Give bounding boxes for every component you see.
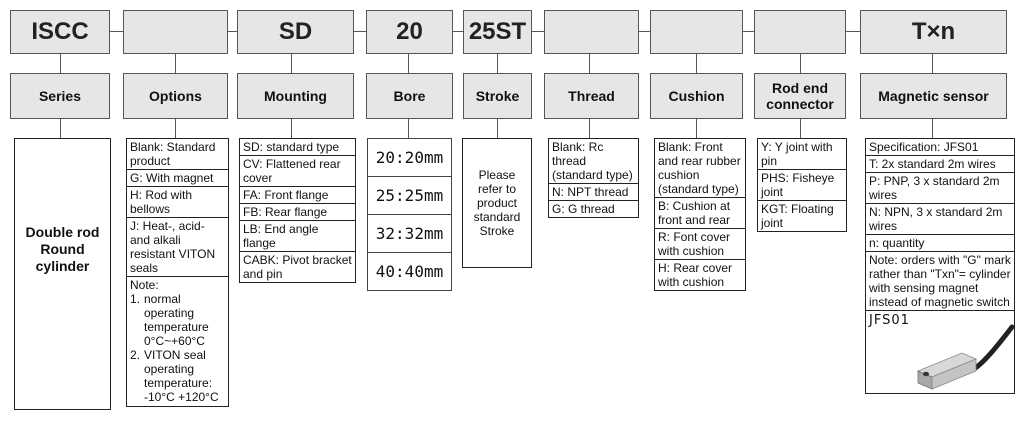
label-rod-end: Rod end connector xyxy=(754,73,846,119)
connector xyxy=(452,31,463,32)
options-list: Blank: Standard product G: With magnet H… xyxy=(126,138,229,407)
mounting-list: SD: standard type CV: Flattened rear cov… xyxy=(239,138,356,283)
options-item: J: Heat-, acid- and alkali resistant VIT… xyxy=(127,218,228,277)
connector xyxy=(696,119,697,138)
cushion-item: H: Rear cover with cushion xyxy=(658,261,733,289)
mounting-item: SD: standard type xyxy=(240,139,355,156)
mounting-item: CABK: Pivot bracket and pin xyxy=(243,253,352,281)
options-item: H: Rod with bellows xyxy=(127,187,228,218)
connector xyxy=(109,31,123,32)
code-series: ISCC xyxy=(10,10,110,54)
options-note-title: Note: xyxy=(130,278,159,292)
code-sensor: T×n xyxy=(860,10,1007,54)
connector xyxy=(696,54,697,73)
connector xyxy=(932,119,933,138)
connector xyxy=(291,119,292,138)
thread-item: N: NPT thread xyxy=(549,184,638,201)
bore-item: 20:20mm xyxy=(368,139,451,177)
sensor-image-label: JFS01 xyxy=(869,313,910,328)
options-note: Note: 1.normal operating temperature 0°C… xyxy=(127,277,228,406)
thread-item: Blank: Rc thread (standard type) xyxy=(549,139,638,184)
connector xyxy=(408,54,409,73)
label-bore: Bore xyxy=(366,73,453,119)
code-stroke: 25ST xyxy=(463,10,532,54)
code-rod-end xyxy=(754,10,846,54)
code-bore: 20 xyxy=(366,10,453,54)
options-item: G: With magnet xyxy=(127,170,228,187)
rod-end-item: PHS: Fisheye joint xyxy=(758,170,846,201)
rod-end-list: Y: Y joint with pin PHS: Fisheye joint K… xyxy=(757,138,847,232)
bore-item: 40:40mm xyxy=(375,262,444,281)
mounting-item: FA: Front flange xyxy=(240,187,355,204)
connector xyxy=(354,31,366,32)
sensor-image xyxy=(916,324,1014,390)
stroke-description-text: Please refer to product standard Stroke xyxy=(473,168,521,238)
options-item: Blank: Standard product xyxy=(127,139,228,170)
label-stroke: Stroke xyxy=(463,73,532,119)
label-cushion: Cushion xyxy=(650,73,743,119)
connector xyxy=(800,54,801,73)
connector xyxy=(531,31,545,32)
connector xyxy=(497,54,498,73)
connector xyxy=(60,54,61,73)
series-description: Double rod Round cylinder xyxy=(14,138,111,410)
connector xyxy=(497,119,498,138)
connector xyxy=(638,31,650,32)
options-note-2: 2.VITON seal operating temperature: -10°… xyxy=(130,348,219,404)
thread-list: Blank: Rc thread (standard type) N: NPT … xyxy=(548,138,639,218)
label-mounting: Mounting xyxy=(237,73,354,119)
connector xyxy=(589,54,590,73)
connector xyxy=(742,31,755,32)
sensor-item: n: quantity xyxy=(866,235,1014,252)
connector xyxy=(589,119,590,138)
cushion-list: Blank: Front and rear rubber cushion (st… xyxy=(654,138,746,291)
options-note-1: 1.normal operating temperature 0°C~+60°C xyxy=(130,292,209,348)
label-options: Options xyxy=(123,73,228,119)
connector xyxy=(175,119,176,138)
connector xyxy=(932,54,933,73)
stroke-description: Please refer to product standard Stroke xyxy=(462,138,532,268)
sensor-item: Note: orders with "G" mark rather than "… xyxy=(866,252,1014,311)
sensor-item: T: 2x standard 2m wires xyxy=(866,156,1014,173)
connector xyxy=(175,54,176,73)
label-sensor: Magnetic sensor xyxy=(860,73,1007,119)
bore-list: 20:20mm 25:25mm 32:32mm 40:40mm xyxy=(367,138,452,291)
code-thread xyxy=(544,10,639,54)
bore-item: 32:32mm xyxy=(368,215,451,253)
mounting-item: FB: Rear flange xyxy=(240,204,355,221)
code-mounting: SD xyxy=(237,10,354,54)
cushion-item: B: Cushion at front and rear xyxy=(655,198,745,229)
mounting-item: CV: Flattened rear cover xyxy=(240,156,355,187)
sensor-item: N: NPN, 3 x standard 2m wires xyxy=(866,204,1014,235)
mounting-item: LB: End angle flange xyxy=(240,221,355,252)
connector xyxy=(291,54,292,73)
code-cushion xyxy=(650,10,743,54)
sensor-item: Specification: JFS01 xyxy=(866,139,1014,156)
rod-end-item: Y: Y joint with pin xyxy=(758,139,846,170)
thread-item: G: G thread xyxy=(552,202,615,216)
code-options xyxy=(123,10,228,54)
connector xyxy=(408,119,409,138)
label-thread: Thread xyxy=(544,73,639,119)
series-description-text: Double rod Round cylinder xyxy=(25,223,100,274)
sensor-item: P: PNP, 3 x standard 2m wires xyxy=(866,173,1014,204)
cushion-item: Blank: Front and rear rubber cushion (st… xyxy=(655,139,745,198)
connector xyxy=(845,31,860,32)
rod-end-item: KGT: Floating joint xyxy=(761,202,834,230)
connector xyxy=(227,31,238,32)
sensor-list: Specification: JFS01 T: 2x standard 2m w… xyxy=(865,138,1015,394)
connector xyxy=(60,119,61,138)
label-series: Series xyxy=(10,73,110,119)
bore-item: 25:25mm xyxy=(368,177,451,215)
cushion-item: R: Font cover with cushion xyxy=(655,229,745,260)
sensor-image-cell: JFS01 xyxy=(866,311,1014,393)
connector xyxy=(800,119,801,138)
